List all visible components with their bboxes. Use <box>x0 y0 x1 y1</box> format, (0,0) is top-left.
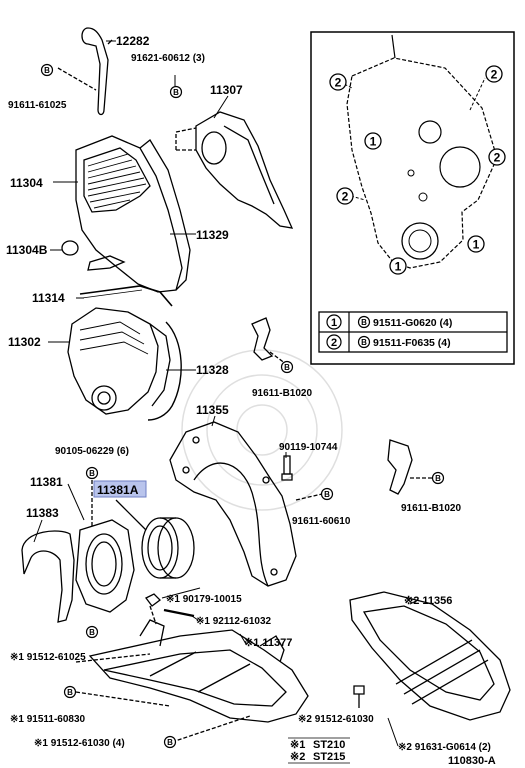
legend-row-2[interactable]: 2 91511-F0635 (4) <box>326 334 451 350</box>
svg-text:ST215: ST215 <box>313 751 345 763</box>
label-11383[interactable]: 11383 <box>26 506 59 520</box>
label-11304[interactable]: 11304 <box>10 176 43 190</box>
svg-text:2: 2 <box>335 76 342 90</box>
svg-text:※2: ※2 <box>290 751 305 763</box>
plate-11355-shape <box>169 421 297 587</box>
label-90105-06229[interactable]: 90105-06229 (6) <box>55 446 129 457</box>
svg-text:2: 2 <box>491 68 498 82</box>
gasket-11314-shape <box>79 285 173 307</box>
plug-90179-shape <box>145 593 161 607</box>
label-11314[interactable]: 11314 <box>32 291 65 305</box>
label-11328[interactable]: 11328 <box>196 363 229 377</box>
svg-text:ST210: ST210 <box>313 739 345 751</box>
label-11302[interactable]: 11302 <box>8 335 41 349</box>
grommet-11304B-shape <box>61 240 79 256</box>
callout-2-d: 2 <box>336 187 354 205</box>
retainer-11381-shape <box>75 519 135 613</box>
label-11355[interactable]: 11355 <box>196 403 229 417</box>
cover-11302-shape <box>67 307 159 415</box>
model-notes: ※1 ST210 ※2 ST215 <box>288 737 350 764</box>
label-91611-B1020-right[interactable]: 91611-B1020 <box>401 503 461 514</box>
label-12282[interactable]: 12282 <box>116 34 150 48</box>
label-90179-10015[interactable]: ※1 90179-10015 <box>166 594 242 605</box>
callout-1-c: 1 <box>389 257 407 275</box>
label-91611-B1020-upper[interactable]: 91611-B1020 <box>252 388 312 399</box>
callout-2-c: 2 <box>488 148 506 166</box>
legend-table: 1 91511-G0620 (4) 2 91511-F0635 (4) <box>318 311 508 353</box>
callout-2-b: 2 <box>485 65 503 83</box>
svg-text:1: 1 <box>331 317 337 329</box>
label-91512-61025[interactable]: ※1 91512-61025 <box>10 652 86 663</box>
svg-text:2: 2 <box>342 190 349 204</box>
gasket-11383-shape <box>21 530 75 623</box>
drain-bolt-shape <box>353 685 365 695</box>
bracket-right-shape <box>387 439 413 495</box>
bracket-12282-shape <box>81 27 109 116</box>
watermark <box>181 349 343 511</box>
inset-panel: 2 2 1 2 2 1 1 1 91511-G0620 (4) 2 91511-… <box>310 31 515 365</box>
bracket-upper-shape <box>251 317 274 361</box>
legend-row-1[interactable]: 1 91511-G0620 (4) <box>326 314 452 330</box>
svg-text:1: 1 <box>370 135 377 149</box>
stud-92112-shape <box>163 608 195 618</box>
svg-text:11381A: 11381A <box>97 483 139 497</box>
pan-11356-shape <box>349 591 511 721</box>
label-91611-60610[interactable]: 91611-60610 <box>292 516 351 527</box>
callout-2-a: 2 <box>329 73 347 91</box>
legend-row-1-part: 91511-G0620 (4) <box>373 317 452 329</box>
label-11381A-highlighted[interactable]: 11381A <box>93 480 147 498</box>
svg-text:2: 2 <box>494 151 501 165</box>
label-91631-G0614[interactable]: ※2 91631-G0614 (2) <box>398 742 491 753</box>
callout-1-a: 1 <box>364 132 382 150</box>
svg-text:※1: ※1 <box>290 739 305 751</box>
legend-row-2-part: 91511-F0635 (4) <box>373 337 451 349</box>
diagram-code: 110830-A <box>448 755 496 767</box>
label-11377[interactable]: ※1 11377 <box>244 637 292 649</box>
label-91611-61025[interactable]: 91611-61025 <box>8 100 67 111</box>
label-11329[interactable]: 11329 <box>196 228 229 242</box>
callout-1-b: 1 <box>467 235 485 253</box>
label-91512-61030-s2[interactable]: ※2 91512-61030 <box>298 714 374 725</box>
label-91512-61030-s1[interactable]: ※1 91512-61030 (4) <box>34 738 125 749</box>
label-11356[interactable]: ※2 11356 <box>404 595 452 607</box>
label-11307[interactable]: 11307 <box>210 83 243 97</box>
label-92112-61032[interactable]: ※1 92112-61032 <box>196 616 272 627</box>
svg-text:1: 1 <box>395 260 402 274</box>
label-11304B[interactable]: 11304B <box>6 243 48 257</box>
label-91511-60830[interactable]: ※1 91511-60830 <box>10 714 86 725</box>
label-11381[interactable]: 11381 <box>30 475 63 489</box>
label-91621-60612[interactable]: 91621-60612 (3) <box>131 53 205 64</box>
gasket-11328-shape <box>147 321 182 421</box>
svg-text:2: 2 <box>331 337 337 349</box>
oil-pan-11377-shape <box>88 619 309 723</box>
label-90119-10744[interactable]: 90119-10744 <box>279 442 338 453</box>
cover-11307-shape <box>195 111 294 229</box>
stud-90119-shape <box>283 455 291 475</box>
svg-text:1: 1 <box>473 238 480 252</box>
seal-11381A-shape <box>141 517 195 579</box>
